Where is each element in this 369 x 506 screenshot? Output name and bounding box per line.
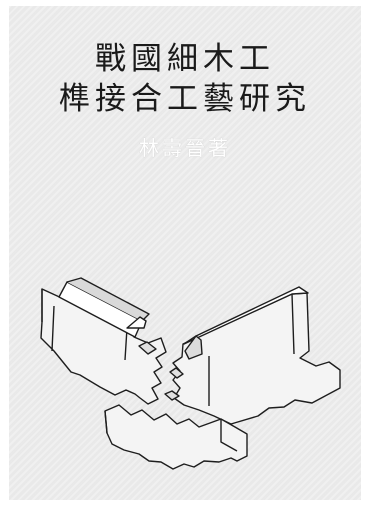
left-joint-block — [40, 288, 167, 405]
book-title-line-2: 榫接合工藝研究 — [59, 81, 311, 117]
mortise-and-tenon-joint-illustration — [40, 277, 341, 470]
book-title-line-1: 戰國細木工 — [95, 41, 275, 77]
right-joint-block — [172, 292, 341, 425]
bottom-beam — [104, 404, 248, 470]
right-tenon-top — [183, 286, 309, 345]
book-cover: 戰國細木工 榫接合工藝研究 林壽晉著 — [9, 6, 361, 500]
author-name: 林壽晉著 — [139, 136, 231, 160]
